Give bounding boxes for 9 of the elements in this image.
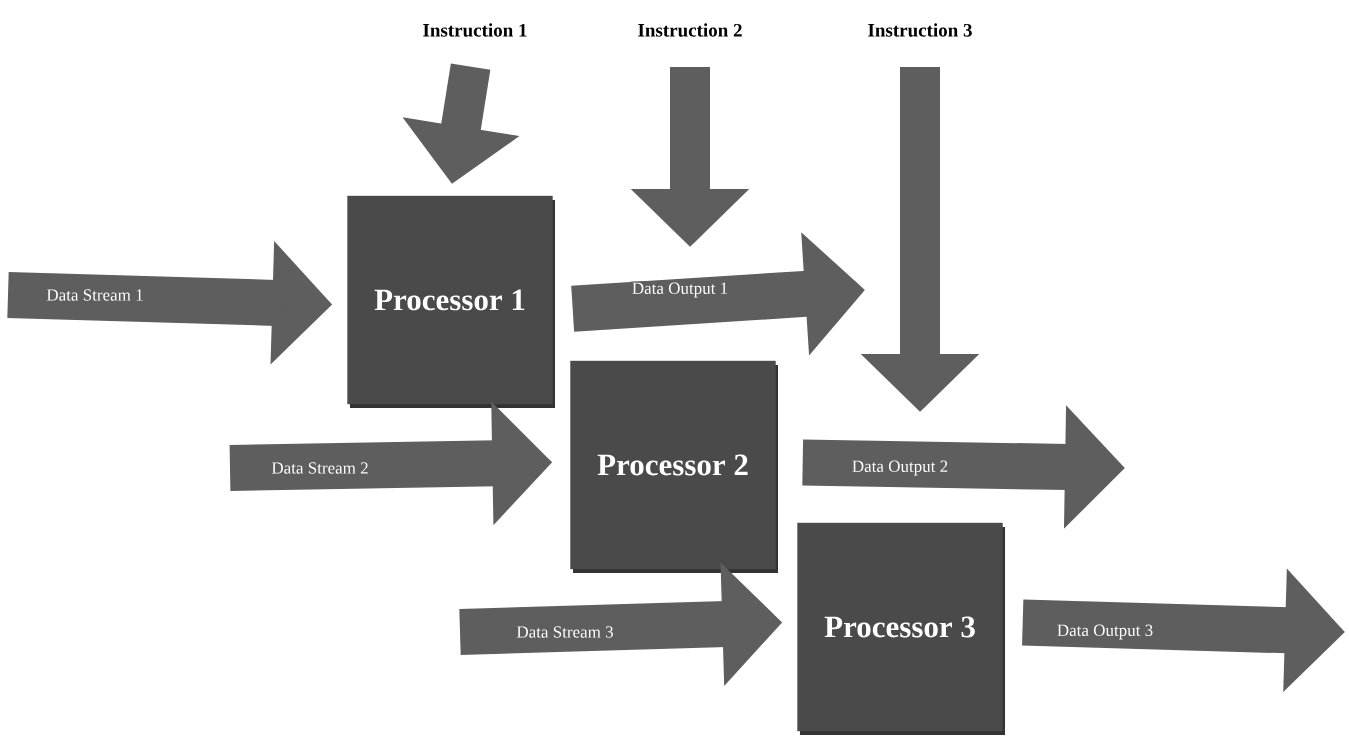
processor-box: Processor 2 (570, 360, 778, 573)
edge-label: Data Stream 2 (270, 461, 370, 475)
instruction-label: Instruction 3 (868, 23, 972, 37)
processor-box: Processor 3 (797, 522, 1005, 735)
instruction-label: Instruction 1 (423, 23, 527, 37)
instruction-label: Instruction 2 (638, 23, 742, 37)
edge-label: Data Stream 1 (45, 288, 145, 302)
processor-box: Processor 1 (347, 195, 555, 408)
edge-label: Data Stream 3 (515, 625, 615, 639)
